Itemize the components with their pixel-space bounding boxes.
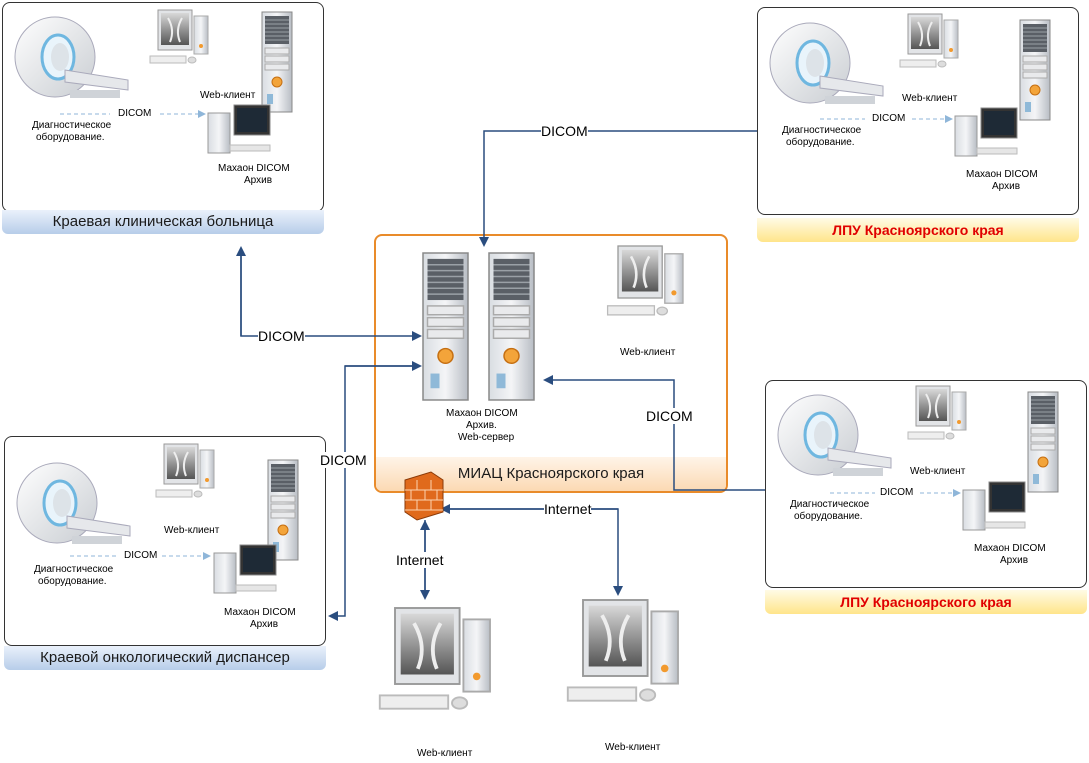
miac-server-line2: Архив. — [466, 420, 497, 431]
lpu-top-archive-line1: Махаон DICOM — [966, 169, 1038, 180]
lpu-bottom-dicom-label: DICOM — [880, 487, 914, 498]
hospital-archive-line1: Махаон DICOM — [218, 163, 290, 174]
monitor-icon — [565, 598, 680, 703]
lpu-bottom-archive-line2: Архив — [1000, 555, 1029, 566]
hospital-dicom-label: DICOM — [118, 108, 152, 119]
hospital-diag-line1: Диагностическое — [32, 120, 112, 131]
panel-lpu-top — [757, 7, 1079, 215]
dicom-left-label: DICOM — [258, 328, 305, 344]
lpu-bottom-archive-line1: Махаон DICOM — [974, 543, 1046, 554]
link-internet-right — [440, 508, 623, 596]
oncology-diag-line2: оборудование. — [38, 576, 107, 587]
lpu-top-diag-line2: оборудование. — [786, 137, 855, 148]
lpu-top-dicom-label: DICOM — [872, 113, 906, 124]
dicom-top-label: DICOM — [541, 123, 588, 139]
lpu-top-caption: ЛПУ Красноярского края — [757, 218, 1079, 242]
hospital-archive-line2: Архив — [244, 175, 273, 186]
link-lpu-top-miac — [479, 130, 757, 247]
miac-web-client-label: Web-клиент — [620, 347, 676, 358]
hospital-caption: Краевая клиническая больница — [2, 210, 324, 234]
lpu-top-archive-line2: Архив — [992, 181, 1021, 192]
oncology-archive-line2: Архив — [250, 619, 279, 630]
panel-hospital — [2, 2, 324, 212]
panel-miac: МИАЦ Красноярского края — [374, 234, 728, 493]
hospital-web-client-label: Web-клиент — [200, 90, 256, 101]
lpu-bottom-web-client-label: Web-клиент — [910, 466, 966, 477]
lpu-bottom-diag-line1: Диагностическое — [790, 499, 870, 510]
panel-lpu-bottom — [765, 380, 1087, 588]
hospital-diag-line2: оборудование. — [36, 132, 105, 143]
dicom-right-label: DICOM — [646, 408, 693, 424]
internet-left-label: Internet — [396, 552, 444, 568]
oncology-caption: Краевой онкологический диспансер — [4, 646, 326, 670]
miac-caption: МИАЦ Красноярского края — [376, 457, 726, 491]
miac-server-line3: Web-сервер — [458, 432, 515, 443]
oncology-diag-line1: Диагностическое — [34, 564, 114, 575]
oncology-archive-line1: Махаон DICOM — [224, 607, 296, 618]
lpu-bottom-diag-line2: оборудование. — [794, 511, 863, 522]
oncology-web-client-label: Web-клиент — [164, 525, 220, 536]
bottom-left-web-client-label: Web-клиент — [417, 748, 473, 759]
lpu-bottom-caption: ЛПУ Красноярского края — [765, 590, 1087, 614]
dicom-oncology-label: DICOM — [320, 452, 367, 468]
monitor-icon — [377, 606, 492, 711]
bottom-right-web-client-label: Web-клиент — [605, 742, 661, 753]
lpu-top-diag-line1: Диагностическое — [782, 125, 862, 136]
miac-server-line1: Махаон DICOM — [446, 408, 518, 419]
lpu-top-web-client-label: Web-клиент — [902, 93, 958, 104]
internet-right-label: Internet — [544, 501, 592, 517]
oncology-dicom-label: DICOM — [124, 550, 158, 561]
